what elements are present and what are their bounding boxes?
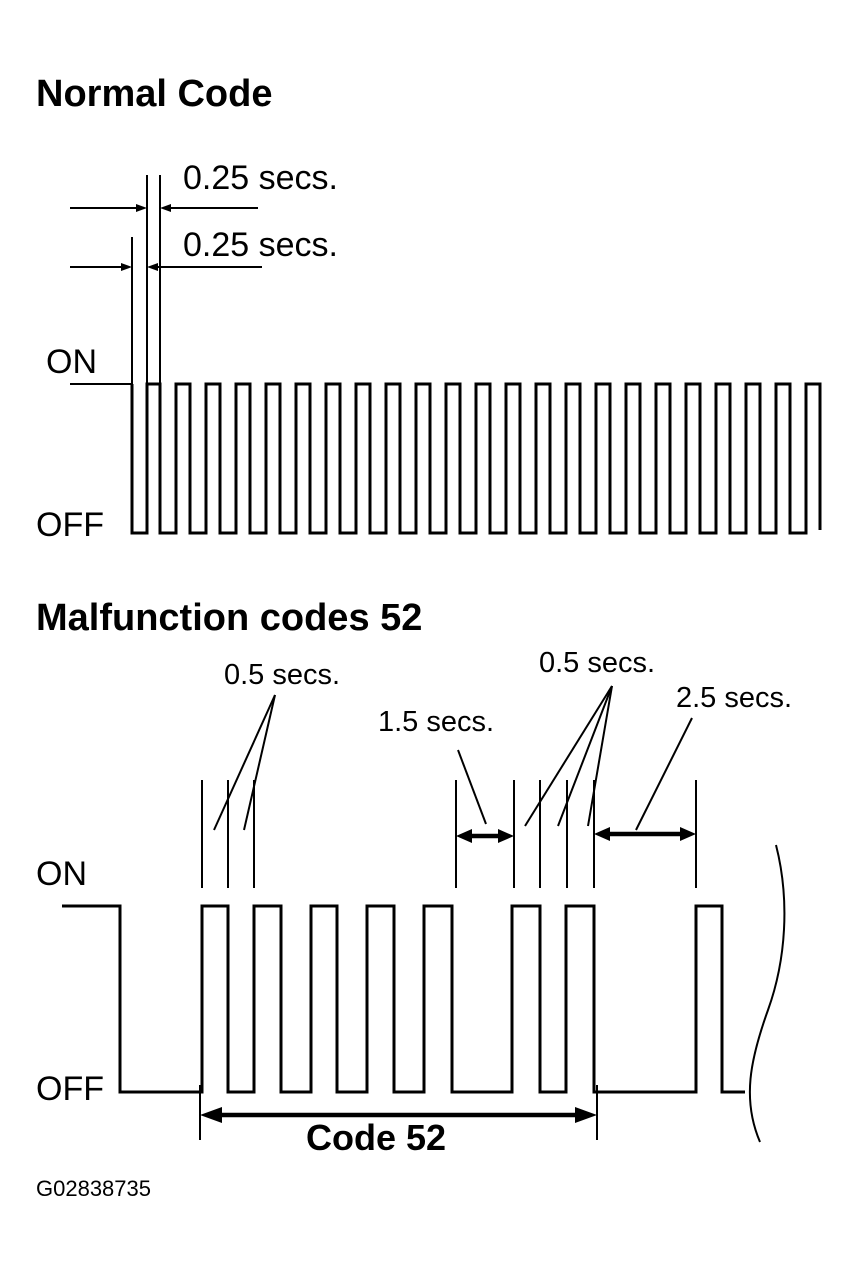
normal-on-label: ON — [46, 343, 97, 381]
malf-pause-2-5-label: 2.5 secs. — [676, 682, 792, 714]
malf-pause-1-5-label: 1.5 secs. — [378, 706, 494, 738]
normal-dim-bottom-label: 0.25 secs. — [183, 226, 338, 264]
normal-dim-top-label: 0.25 secs. — [183, 159, 338, 197]
code-52-label: Code 52 — [306, 1117, 446, 1158]
malf-leader-left-1 — [213, 694, 276, 831]
malfunction-waveform — [62, 904, 745, 1094]
malf-leader-2-5 — [635, 717, 693, 831]
malf-pulse-width-left-label: 0.5 secs. — [224, 659, 340, 691]
malf-leader-1-5 — [457, 749, 487, 825]
normal-code-title: Normal Code — [36, 73, 272, 115]
malfunction-title: Malfunction codes 52 — [36, 597, 422, 639]
figure-id: G02838735 — [36, 1176, 151, 1201]
malf-leader-right-3 — [587, 685, 613, 827]
normal-code-waveform — [130, 382, 822, 535]
malf-leader-right-1 — [524, 685, 613, 827]
break-mark — [748, 844, 786, 1143]
malf-off-label: OFF — [36, 1070, 104, 1108]
malf-leader-left-2 — [243, 694, 276, 831]
normal-off-label: OFF — [36, 506, 104, 544]
malf-pulse-width-right-label: 0.5 secs. — [539, 647, 655, 679]
malf-on-label: ON — [36, 855, 87, 893]
